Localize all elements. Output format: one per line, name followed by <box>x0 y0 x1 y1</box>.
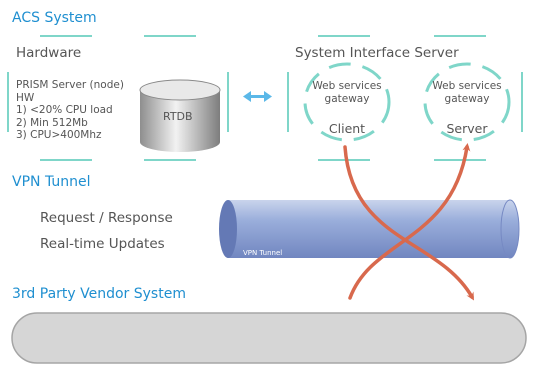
message-flow-arrows <box>343 143 475 301</box>
request-response-label: Request / Response <box>40 210 173 226</box>
gateway-rings <box>303 62 511 142</box>
vpn-tunnel-label: VPN Tunnel <box>243 249 283 257</box>
vendor-system-box <box>11 312 527 364</box>
interface-title: System Interface Server <box>295 45 459 61</box>
client-gateway-ring <box>303 62 391 142</box>
prism-server-spec: PRISM Server (node) HW 1) <20% CPU load … <box>16 79 126 142</box>
vendor-heading: 3rd Party Vendor System <box>12 286 186 302</box>
prism-server-line: 3) CPU>400Mhz <box>16 129 102 141</box>
server-gateway-label: Web services gateway <box>432 80 502 105</box>
server-role-label: Server <box>446 121 488 136</box>
rtdb-cylinder <box>139 79 221 152</box>
vendor-to-server-arrow <box>348 143 471 300</box>
realtime-updates-label: Real-time Updates <box>40 236 165 252</box>
hardware-title: Hardware <box>16 45 82 61</box>
client-to-vendor-arrow <box>343 145 475 301</box>
vpn-heading: VPN Tunnel <box>12 174 91 190</box>
hardware-brackets <box>7 35 229 161</box>
client-gateway-label: Web services gateway <box>312 80 382 105</box>
prism-server-line: 1) <20% CPU load <box>16 104 113 116</box>
vpn-tunnel-tube <box>219 199 520 259</box>
prism-server-line: HW <box>16 91 35 104</box>
double-arrow-icon <box>243 91 272 102</box>
server-gateway-ring <box>423 62 511 142</box>
client-role-label: Client <box>328 121 366 136</box>
interface-brackets <box>287 35 523 161</box>
rtdb-label: RTDB <box>163 110 193 123</box>
acs-heading: ACS System <box>12 10 97 26</box>
prism-server-line: PRISM Server (node) <box>16 79 124 91</box>
prism-server-line: 2) Min 512Mb <box>16 116 88 129</box>
